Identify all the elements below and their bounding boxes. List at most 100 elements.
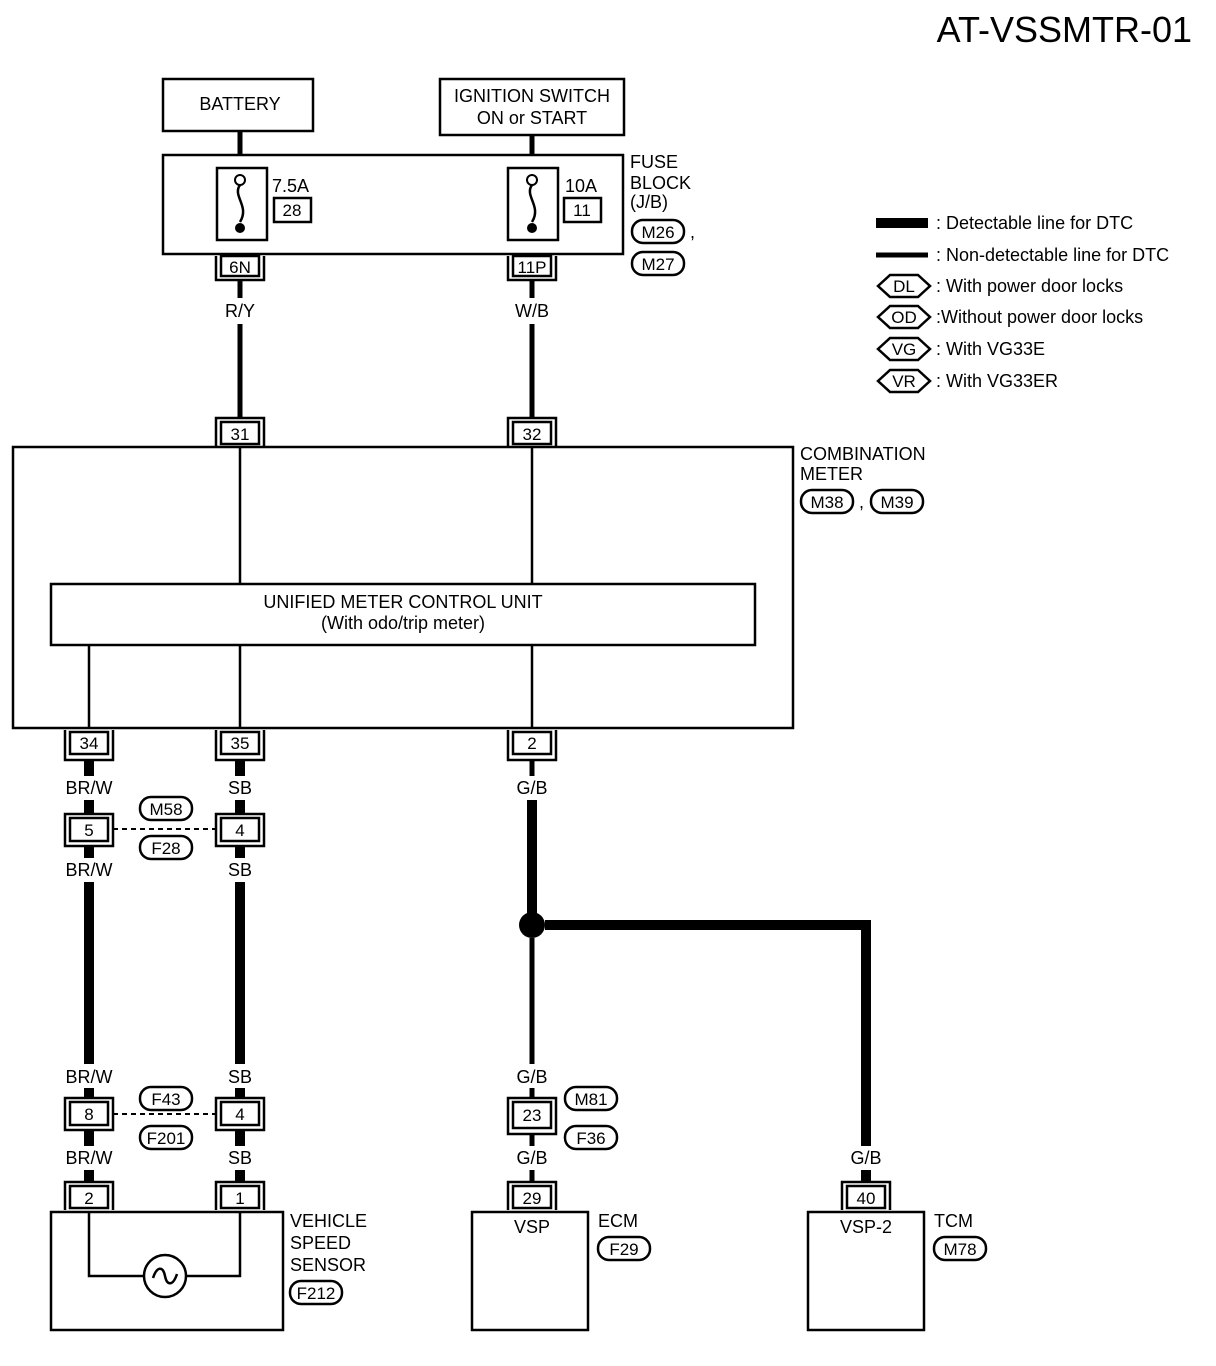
connector-32 — [506, 416, 558, 446]
connector-vss-pin-1-text: 1 — [235, 1189, 244, 1208]
connector-badge-f201-text: F201 — [147, 1129, 186, 1148]
combination-meter-separator: , — [859, 492, 864, 512]
connector-separator: , — [690, 222, 695, 242]
legend-dl-text: : With power door locks — [936, 276, 1123, 296]
vss-label-2: SPEED — [290, 1233, 351, 1253]
connector-badge-f212-text: F212 — [297, 1284, 336, 1303]
vss-label-1: VEHICLE — [290, 1211, 367, 1231]
connector-31-pin: 31 — [231, 425, 250, 444]
connector-ecm-29 — [506, 1180, 558, 1210]
joint-connector-2-pin-8 — [63, 1096, 115, 1132]
ignition-switch-label-2: ON or START — [477, 108, 587, 128]
wire-color-brw-3: BR/W — [66, 1067, 113, 1087]
legend-od-tag-text: OD — [891, 308, 917, 327]
connector-tcm-40-pin: 40 — [857, 1189, 876, 1208]
connector-35 — [214, 730, 266, 762]
joint-connector-1-pin-5-text: 5 — [84, 821, 93, 840]
connector-11p-pin: 11P — [518, 258, 547, 277]
ecm-name: ECM — [598, 1211, 638, 1231]
battery-box — [161, 77, 315, 133]
connector-35-pin: 35 — [231, 734, 250, 753]
fuse-right-rating: 10A — [565, 176, 597, 196]
connector-badge-f212 — [288, 1279, 344, 1306]
connector-badge-f36 — [563, 1124, 619, 1151]
connector-34 — [63, 730, 115, 762]
connector-32-pin: 32 — [523, 425, 542, 444]
connector-badge-m78-text: M78 — [943, 1240, 976, 1259]
wire-gb-to-tcm — [545, 920, 871, 1146]
legend-od-text: :Without power door locks — [936, 307, 1143, 327]
connector-badge-m38-text: M38 — [810, 493, 843, 512]
connector-badge-m39 — [869, 488, 925, 515]
control-unit-label-2: (With odo/trip meter) — [321, 613, 485, 633]
legend-non-detectable-text: : Non-detectable line for DTC — [936, 245, 1169, 265]
fuse-left-rating: 7.5A — [272, 176, 309, 196]
connector-badge-f201 — [138, 1124, 194, 1151]
ecm-box — [470, 1210, 590, 1332]
wire-color-sb-1: SB — [228, 778, 252, 798]
connector-tcm-40 — [840, 1180, 892, 1210]
ignition-switch-box — [438, 77, 626, 137]
legend-vg-tag — [876, 336, 932, 362]
connector-badge-f36-text: F36 — [576, 1129, 605, 1148]
ecm-terminal-label: VSP — [514, 1217, 550, 1237]
connector-badge-m81 — [563, 1085, 619, 1112]
tcm-box — [806, 1210, 926, 1332]
connector-badge-f28 — [138, 834, 194, 861]
wire-color-gb-2: G/B — [516, 1067, 547, 1087]
connector-ecm-29-pin: 29 — [523, 1189, 542, 1208]
joint-connector-2-pin-8-text: 8 — [84, 1105, 93, 1124]
fuse-right-number-box — [562, 196, 603, 224]
fuse-right-element — [528, 184, 537, 223]
fuse-left-top-terminal — [234, 174, 246, 186]
connector-badge-m27-text: M27 — [641, 255, 674, 274]
connector-vss-pin-2 — [63, 1180, 115, 1210]
legend-dl-tag — [876, 273, 932, 299]
combination-meter-label-2: METER — [800, 464, 863, 484]
connector-vss-pin-1 — [214, 1180, 266, 1210]
tcm-terminal-label: VSP-2 — [840, 1217, 892, 1237]
legend-vr-text: : With VG33ER — [936, 371, 1058, 391]
connector-badge-f43-text: F43 — [151, 1090, 180, 1109]
fuse-left-number: 28 — [283, 201, 302, 220]
legend-vg-text: : With VG33E — [936, 339, 1045, 359]
fuse-block-label-1: FUSE — [630, 152, 678, 172]
legend-vg-tag-text: VG — [892, 340, 917, 359]
control-unit-label-1: UNIFIED METER CONTROL UNIT — [263, 592, 542, 612]
vss-internal-circuit — [87, 1212, 242, 1278]
fuse-block-label-3: (J/B) — [630, 192, 668, 212]
connector-badge-f43 — [138, 1085, 194, 1112]
connector-badge-m58 — [138, 795, 194, 822]
fuse-right-top-terminal — [526, 174, 538, 186]
splice-point — [519, 912, 545, 938]
fuse-left-element — [236, 184, 245, 223]
connector-badge-f29-text: F29 — [609, 1240, 638, 1259]
wire-color-sb-4: SB — [228, 1148, 252, 1168]
connector-vss-pin-2-text: 2 — [84, 1189, 93, 1208]
joint-connector-3-pin-23-text: 23 — [523, 1106, 542, 1125]
joint-connector-1-pin-4-text: 4 — [235, 821, 244, 840]
fuse-left-bottom-terminal — [235, 223, 245, 233]
legend-od-tag — [876, 304, 932, 330]
connector-badge-f28-text: F28 — [151, 839, 180, 858]
connector-badge-m27 — [630, 250, 686, 277]
wire-color-gb-4: G/B — [850, 1148, 881, 1168]
battery-label: BATTERY — [199, 94, 280, 114]
connector-badge-m38 — [799, 488, 855, 515]
diagram-title: AT-VSSMTR-01 — [937, 9, 1192, 50]
joint-connector-2-pin-4-text: 4 — [235, 1105, 244, 1124]
fuse-block-label-2: BLOCK — [630, 173, 691, 193]
fuse-right-bottom-terminal — [527, 223, 537, 233]
connector-badge-m78 — [932, 1235, 988, 1262]
ac-wave-icon — [151, 1267, 179, 1285]
legend-vr-tag — [876, 368, 932, 394]
legend-vr-tag-text: VR — [892, 372, 916, 391]
connector-badge-m81-text: M81 — [574, 1090, 607, 1109]
connector-badge-m26 — [630, 218, 686, 245]
fuse-left-number-box — [272, 196, 313, 224]
connector-badge-m26-text: M26 — [641, 223, 674, 242]
connector-badge-m39-text: M39 — [880, 493, 913, 512]
wire-color-gb-3: G/B — [516, 1148, 547, 1168]
control-unit-box — [49, 582, 757, 647]
